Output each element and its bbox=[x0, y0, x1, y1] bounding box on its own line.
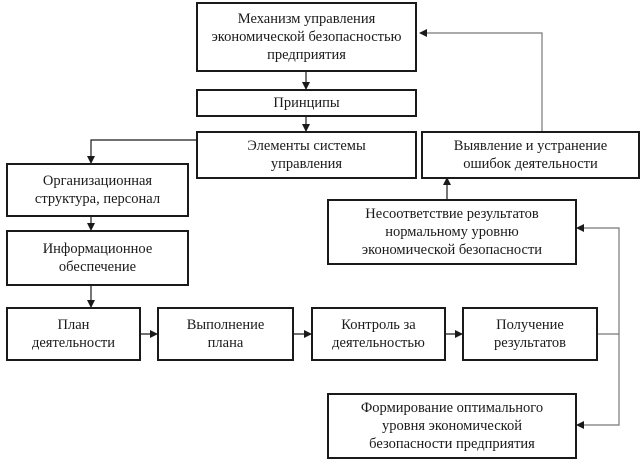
node-org-structure-label: Организационная структура, персонал bbox=[34, 173, 161, 207]
node-info-support: Информационное обеспечение bbox=[6, 230, 189, 286]
node-org-structure: Организационная структура, персонал bbox=[6, 163, 189, 217]
node-execution-label: Выполнение плана bbox=[186, 317, 265, 351]
node-detection: Выявление и устранение ошибок деятельнос… bbox=[421, 131, 640, 179]
node-optimal-label: Формирование оптимального уровня экономи… bbox=[360, 400, 544, 452]
edge-results-optimal bbox=[576, 334, 620, 429]
node-elements-label: Элементы системы управления bbox=[247, 138, 366, 172]
node-principles: Принципы bbox=[196, 89, 417, 117]
node-detection-label: Выявление и устранение ошибок деятельнос… bbox=[453, 138, 608, 172]
node-mechanism-label: Механизм управления экономической безопа… bbox=[211, 11, 402, 63]
edge-detection-mechanism bbox=[419, 29, 543, 131]
node-principles-label: Принципы bbox=[273, 95, 340, 111]
node-elements: Элементы системы управления bbox=[196, 131, 417, 179]
node-plan-label: План деятельности bbox=[31, 317, 115, 351]
node-control-label: Контроль за деятельностью bbox=[332, 317, 425, 351]
node-control: Контроль за деятельностью bbox=[311, 307, 446, 361]
node-mismatch: Несоответствие результатов нормальному у… bbox=[327, 199, 577, 265]
node-mismatch-label: Несоответствие результатов нормальному у… bbox=[361, 206, 543, 258]
node-mechanism: Механизм управления экономической безопа… bbox=[196, 2, 417, 72]
edge-elements-org bbox=[87, 139, 196, 164]
node-results: Получение результатов bbox=[462, 307, 598, 361]
node-plan: План деятельности bbox=[6, 307, 141, 361]
edge-results-mismatch bbox=[576, 224, 620, 334]
node-optimal: Формирование оптимального уровня экономи… bbox=[327, 393, 577, 459]
node-results-label: Получение результатов bbox=[493, 317, 566, 351]
node-execution: Выполнение плана bbox=[157, 307, 294, 361]
node-info-support-label: Информационное обеспечение bbox=[42, 241, 153, 275]
